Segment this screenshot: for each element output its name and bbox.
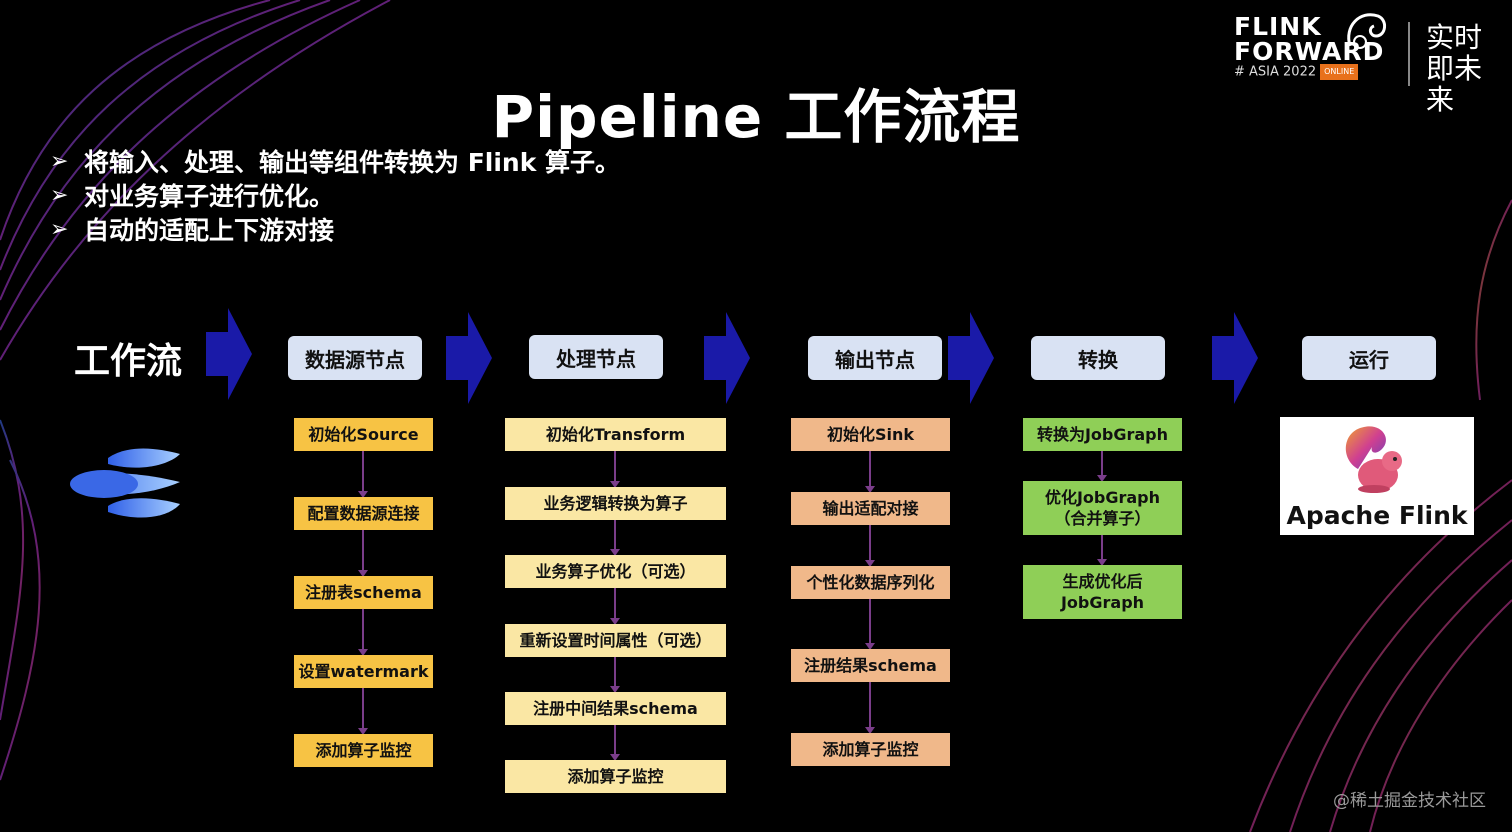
step-connector — [865, 525, 875, 567]
step-source-schema: 注册表schema — [294, 576, 433, 609]
arrow-bullet-icon: ➢ — [50, 148, 69, 174]
step-connector — [358, 530, 368, 577]
arrow-bullet-icon: ➢ — [50, 216, 69, 242]
workflow-label: 工作流 — [74, 341, 183, 382]
step-transform-logic: 业务逻辑转换为算子 — [505, 487, 726, 520]
step-source-config: 配置数据源连接 — [294, 497, 433, 530]
logo-slogan: 实时即未来 — [1426, 21, 1483, 116]
flink-squirrel-icon — [1345, 426, 1402, 493]
bullet-list: ➢ 将输入、处理、输出等组件转换为 Flink 算子。 ➢ 对业务算子进行优化。 ➢… — [50, 144, 620, 246]
step-connector — [865, 682, 875, 734]
step-connector — [610, 520, 620, 556]
step-connector — [610, 657, 620, 693]
header-convert: 转换 — [1031, 336, 1165, 380]
step-connector — [865, 599, 875, 650]
header-sink-node: 输出节点 — [808, 336, 942, 380]
step-connector — [1097, 535, 1107, 566]
platform-logo-icon — [70, 448, 180, 518]
step-source-init: 初始化Source — [294, 418, 433, 451]
step-sink-schema: 注册结果schema — [791, 649, 950, 682]
step-connector — [610, 725, 620, 761]
step-sink-monitor: 添加算子监控 — [791, 733, 950, 766]
step-sink-serialize: 个性化数据序列化 — [791, 566, 950, 599]
apache-flink-label: Apache Flink — [1286, 501, 1468, 530]
step-sink-init: 初始化Sink — [791, 418, 950, 451]
online-badge: ONLINE — [1320, 64, 1359, 80]
bullet-item: ➢ 对业务算子进行优化。 — [50, 178, 620, 212]
step-connector — [358, 451, 368, 498]
squirrel-logo-icon — [1347, 13, 1386, 49]
step-optimize-jobgraph: 优化JobGraph （合并算子） — [1023, 481, 1182, 535]
step-connector — [610, 588, 620, 625]
header-source-node: 数据源节点 — [288, 336, 422, 380]
step-transform-optimize: 业务算子优化（可选） — [505, 555, 726, 588]
step-transform-schema: 注册中间结果schema — [505, 692, 726, 725]
page-title: Pipeline 工作流程 — [491, 83, 1021, 151]
flow-arrow-icon — [1212, 312, 1258, 404]
header-run: 运行 — [1302, 336, 1436, 380]
step-connector — [865, 451, 875, 493]
step-source-watermark: 设置watermark — [294, 655, 433, 688]
arrow-bullet-icon: ➢ — [50, 182, 69, 208]
step-connector — [358, 609, 368, 656]
logo-line2: FORWARD — [1234, 37, 1385, 66]
step-transform-init: 初始化Transform — [505, 418, 726, 451]
step-transform-monitor: 添加算子监控 — [505, 760, 726, 793]
step-connector — [610, 451, 620, 488]
logo-separator — [1408, 22, 1410, 86]
flow-arrow-icon — [446, 312, 492, 404]
watermark: @稀土掘金技术社区 — [1333, 791, 1486, 811]
header-process-node: 处理节点 — [529, 335, 663, 379]
step-generate-jobgraph: 生成优化后 JobGraph — [1023, 565, 1182, 619]
step-connector — [358, 688, 368, 735]
step-source-monitor: 添加算子监控 — [294, 734, 433, 767]
step-convert-jobgraph: 转换为JobGraph — [1023, 418, 1182, 451]
bullet-item: ➢ 将输入、处理、输出等组件转换为 Flink 算子。 — [50, 144, 620, 178]
flow-arrow-icon — [206, 308, 252, 400]
bullet-text: 将输入、处理、输出等组件转换为 Flink 算子。 — [84, 148, 621, 177]
logo-line1: FLINK — [1234, 12, 1322, 41]
step-connector — [1097, 451, 1107, 482]
step-sink-adapt: 输出适配对接 — [791, 492, 950, 525]
logo-event: # ASIA 2022 — [1234, 64, 1317, 80]
step-transform-time: 重新设置时间属性（可选） — [505, 624, 726, 657]
apache-flink-card: Apache Flink — [1280, 417, 1474, 535]
bullet-text: 自动的适配上下游对接 — [84, 216, 335, 245]
flow-arrow-icon — [704, 312, 750, 404]
bullet-item: ➢ 自动的适配上下游对接 — [50, 212, 620, 246]
flow-arrow-icon — [948, 312, 994, 404]
bullet-text: 对业务算子进行优化。 — [84, 182, 335, 211]
